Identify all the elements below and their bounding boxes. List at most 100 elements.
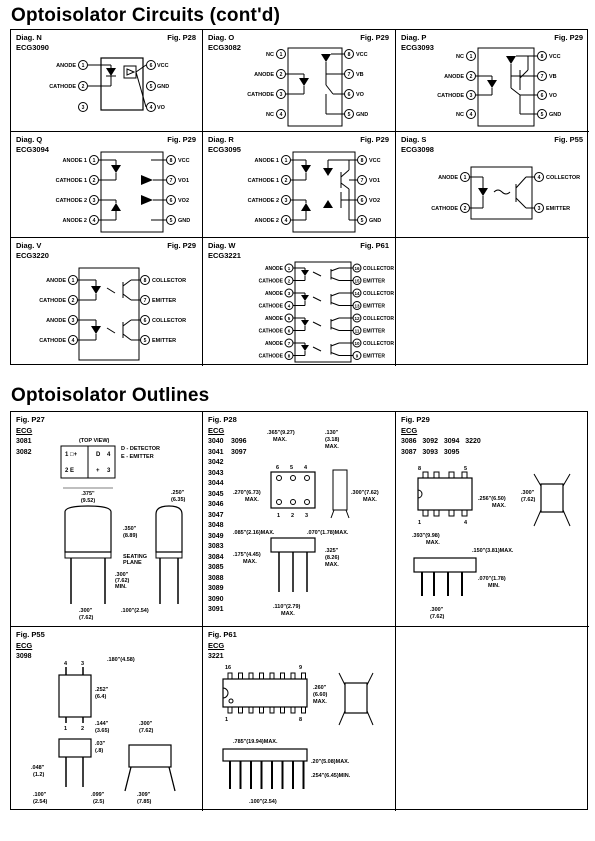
svg-text:.254"(6.45)MIN.: .254"(6.45)MIN. (311, 773, 351, 779)
svg-text:VCC: VCC (369, 158, 381, 164)
svg-text:5: 5 (144, 338, 147, 344)
svg-text:VO: VO (549, 93, 558, 99)
svg-text:3: 3 (470, 93, 473, 99)
svg-text:.099": .099" (91, 792, 105, 798)
fig-ref: Fig. P55 (554, 135, 583, 144)
svg-text:1: 1 (64, 726, 67, 732)
svg-text:GND: GND (549, 112, 561, 118)
svg-text:(7.62): (7.62) (115, 578, 130, 584)
diag-label: Diag. R (208, 135, 234, 144)
svg-text:COLLECTOR: COLLECTOR (363, 266, 394, 272)
outline-drawing-p27: (TOP VIEW) D - DETECTOR E - EMITTER 1 □+… (60, 438, 186, 621)
part-list: 3086 3092 3094 3220 3087 3093 3095 (401, 438, 481, 456)
svg-text:VB: VB (549, 74, 557, 80)
svg-text:VCC: VCC (356, 52, 368, 58)
svg-text:2: 2 (280, 72, 283, 78)
schematic-p: 1 2 3 4 8 7 6 5 NC ANODE CATHODE NC VCC … (437, 47, 561, 127)
svg-text:VO: VO (356, 92, 365, 98)
svg-text:2: 2 (81, 726, 84, 732)
svg-text:4: 4 (280, 112, 283, 118)
svg-text:+: + (96, 468, 100, 474)
svg-text:VO1: VO1 (178, 178, 189, 184)
part-list-2: 3096 3097 (231, 438, 247, 456)
schematic-n: 1 2 3 6 5 4 ANODE CATHODE VCC GND VO (49, 57, 169, 112)
svg-text:CATHODE: CATHODE (431, 206, 458, 212)
svg-text:14: 14 (354, 291, 360, 296)
svg-text:.180"(4.58): .180"(4.58) (107, 657, 135, 663)
svg-text:MAX.: MAX. (492, 503, 506, 509)
svg-text:D: D (96, 452, 101, 458)
svg-text:(TOP VIEW): (TOP VIEW) (79, 438, 110, 444)
svg-text:15: 15 (354, 279, 360, 284)
svg-text:4: 4 (285, 218, 288, 224)
svg-text:COLLECTOR: COLLECTOR (152, 318, 186, 324)
svg-text:2: 2 (82, 84, 85, 90)
part-number: ECG3093 (401, 43, 434, 52)
fig-ref: Fig. P29 (554, 33, 583, 42)
svg-text:2: 2 (72, 298, 75, 304)
svg-text:1: 1 (280, 52, 283, 58)
svg-text:ANODE 2: ANODE 2 (255, 218, 279, 224)
fig-ref: Fig. P61 (208, 630, 237, 639)
part-number: ECG3098 (401, 145, 434, 154)
svg-text:.325": .325" (325, 548, 339, 554)
svg-text:CATHODE 1: CATHODE 1 (56, 178, 87, 184)
svg-text:.350": .350" (123, 526, 137, 532)
svg-text:16: 16 (225, 665, 231, 671)
svg-text:CATHODE: CATHODE (39, 298, 66, 304)
svg-text:.300": .300" (79, 608, 93, 614)
part-list: 3040 3041 3042 3043 3044 3045 3046 3047 … (208, 438, 224, 613)
svg-text:EMITTER: EMITTER (152, 298, 176, 304)
part-number: ECG3095 (208, 145, 241, 154)
svg-text:.100"(2.54): .100"(2.54) (249, 799, 277, 805)
svg-text:1: 1 (418, 520, 421, 526)
svg-text:MAX.: MAX. (245, 497, 259, 503)
ecg-label: ECG (16, 426, 33, 435)
svg-text:3: 3 (538, 206, 541, 212)
svg-text:(7.62): (7.62) (79, 615, 94, 621)
svg-text:(7.62): (7.62) (521, 497, 536, 503)
svg-text:3: 3 (305, 513, 308, 519)
svg-text:MAX.: MAX. (426, 540, 440, 546)
svg-text:2: 2 (291, 513, 294, 519)
svg-text:ANODE: ANODE (265, 341, 284, 347)
diag-label: Diag. V (16, 241, 42, 250)
svg-text:(1.2): (1.2) (33, 772, 44, 778)
svg-text:.110"(2.79): .110"(2.79) (273, 604, 301, 610)
svg-text:CATHODE: CATHODE (49, 84, 76, 90)
svg-text:D - DETECTOR: D - DETECTOR (121, 446, 160, 452)
svg-text:3: 3 (280, 92, 283, 98)
svg-text:GND: GND (369, 218, 381, 224)
svg-text:.070"(1.78): .070"(1.78) (478, 576, 506, 582)
svg-text:.252": .252" (95, 687, 109, 693)
svg-text:EMITTER: EMITTER (363, 279, 385, 285)
svg-text:.085"(2.16)MAX.: .085"(2.16)MAX. (233, 530, 275, 536)
svg-text:3: 3 (285, 198, 288, 204)
svg-text:2: 2 (93, 178, 96, 184)
svg-text:EMITTER: EMITTER (363, 329, 385, 335)
svg-text:6: 6 (144, 318, 147, 324)
svg-text:GND: GND (178, 218, 190, 224)
fig-ref: Fig. P27 (16, 415, 45, 424)
outline-p27: Fig. P27 ECG 3081 3082 (TOP VIEW) D - DE… (11, 412, 203, 627)
part-number: ECG3094 (16, 145, 49, 154)
svg-text:.300": .300" (430, 607, 444, 613)
svg-text:.048": .048" (31, 765, 45, 771)
svg-text:3: 3 (107, 468, 111, 474)
svg-text:6: 6 (170, 198, 173, 204)
svg-text:6: 6 (348, 92, 351, 98)
svg-text:4: 4 (288, 304, 291, 309)
svg-text:.144": .144" (95, 721, 109, 727)
svg-text:E - EMITTER: E - EMITTER (121, 454, 154, 460)
svg-text:NC: NC (266, 112, 274, 118)
svg-text:6: 6 (288, 329, 291, 334)
part-list: 3081 3082 (16, 438, 32, 456)
schematic-o: 1 2 3 4 8 7 6 5 NC ANODE CATHODE NC VCC … (247, 47, 368, 127)
ecg-label: ECG (208, 641, 225, 650)
svg-text:NC: NC (456, 112, 464, 118)
svg-text:(.8): (.8) (95, 748, 103, 754)
svg-text:9: 9 (356, 354, 359, 359)
